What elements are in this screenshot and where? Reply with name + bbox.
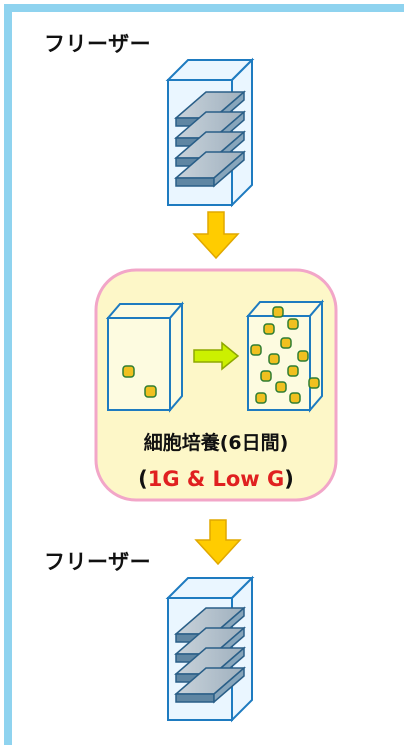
culture-flask-before-icon: [105, 301, 185, 413]
culture-title: 細胞培養(6日間): [143, 432, 289, 454]
freezer-top-icon: [165, 57, 255, 208]
down-arrow-icon-2: [194, 519, 242, 566]
down-arrow-icon-1: [192, 211, 240, 260]
culture-condition: (1G & Low G): [96, 467, 336, 491]
condition-close-paren: ): [284, 467, 294, 491]
freezer-top-shelves: [173, 90, 247, 188]
freezer-label-bottom: フリーザー: [44, 550, 152, 574]
freezer-bottom-icon: [165, 575, 255, 723]
freezer-label-top: フリーザー: [44, 32, 152, 56]
right-arrow-icon: [193, 341, 240, 371]
condition-text: 1G & Low G: [147, 467, 285, 491]
culture-flask-after-icon: [245, 299, 325, 413]
freezer-bottom-shelves: [173, 606, 247, 704]
condition-open-paren: (: [138, 467, 148, 491]
